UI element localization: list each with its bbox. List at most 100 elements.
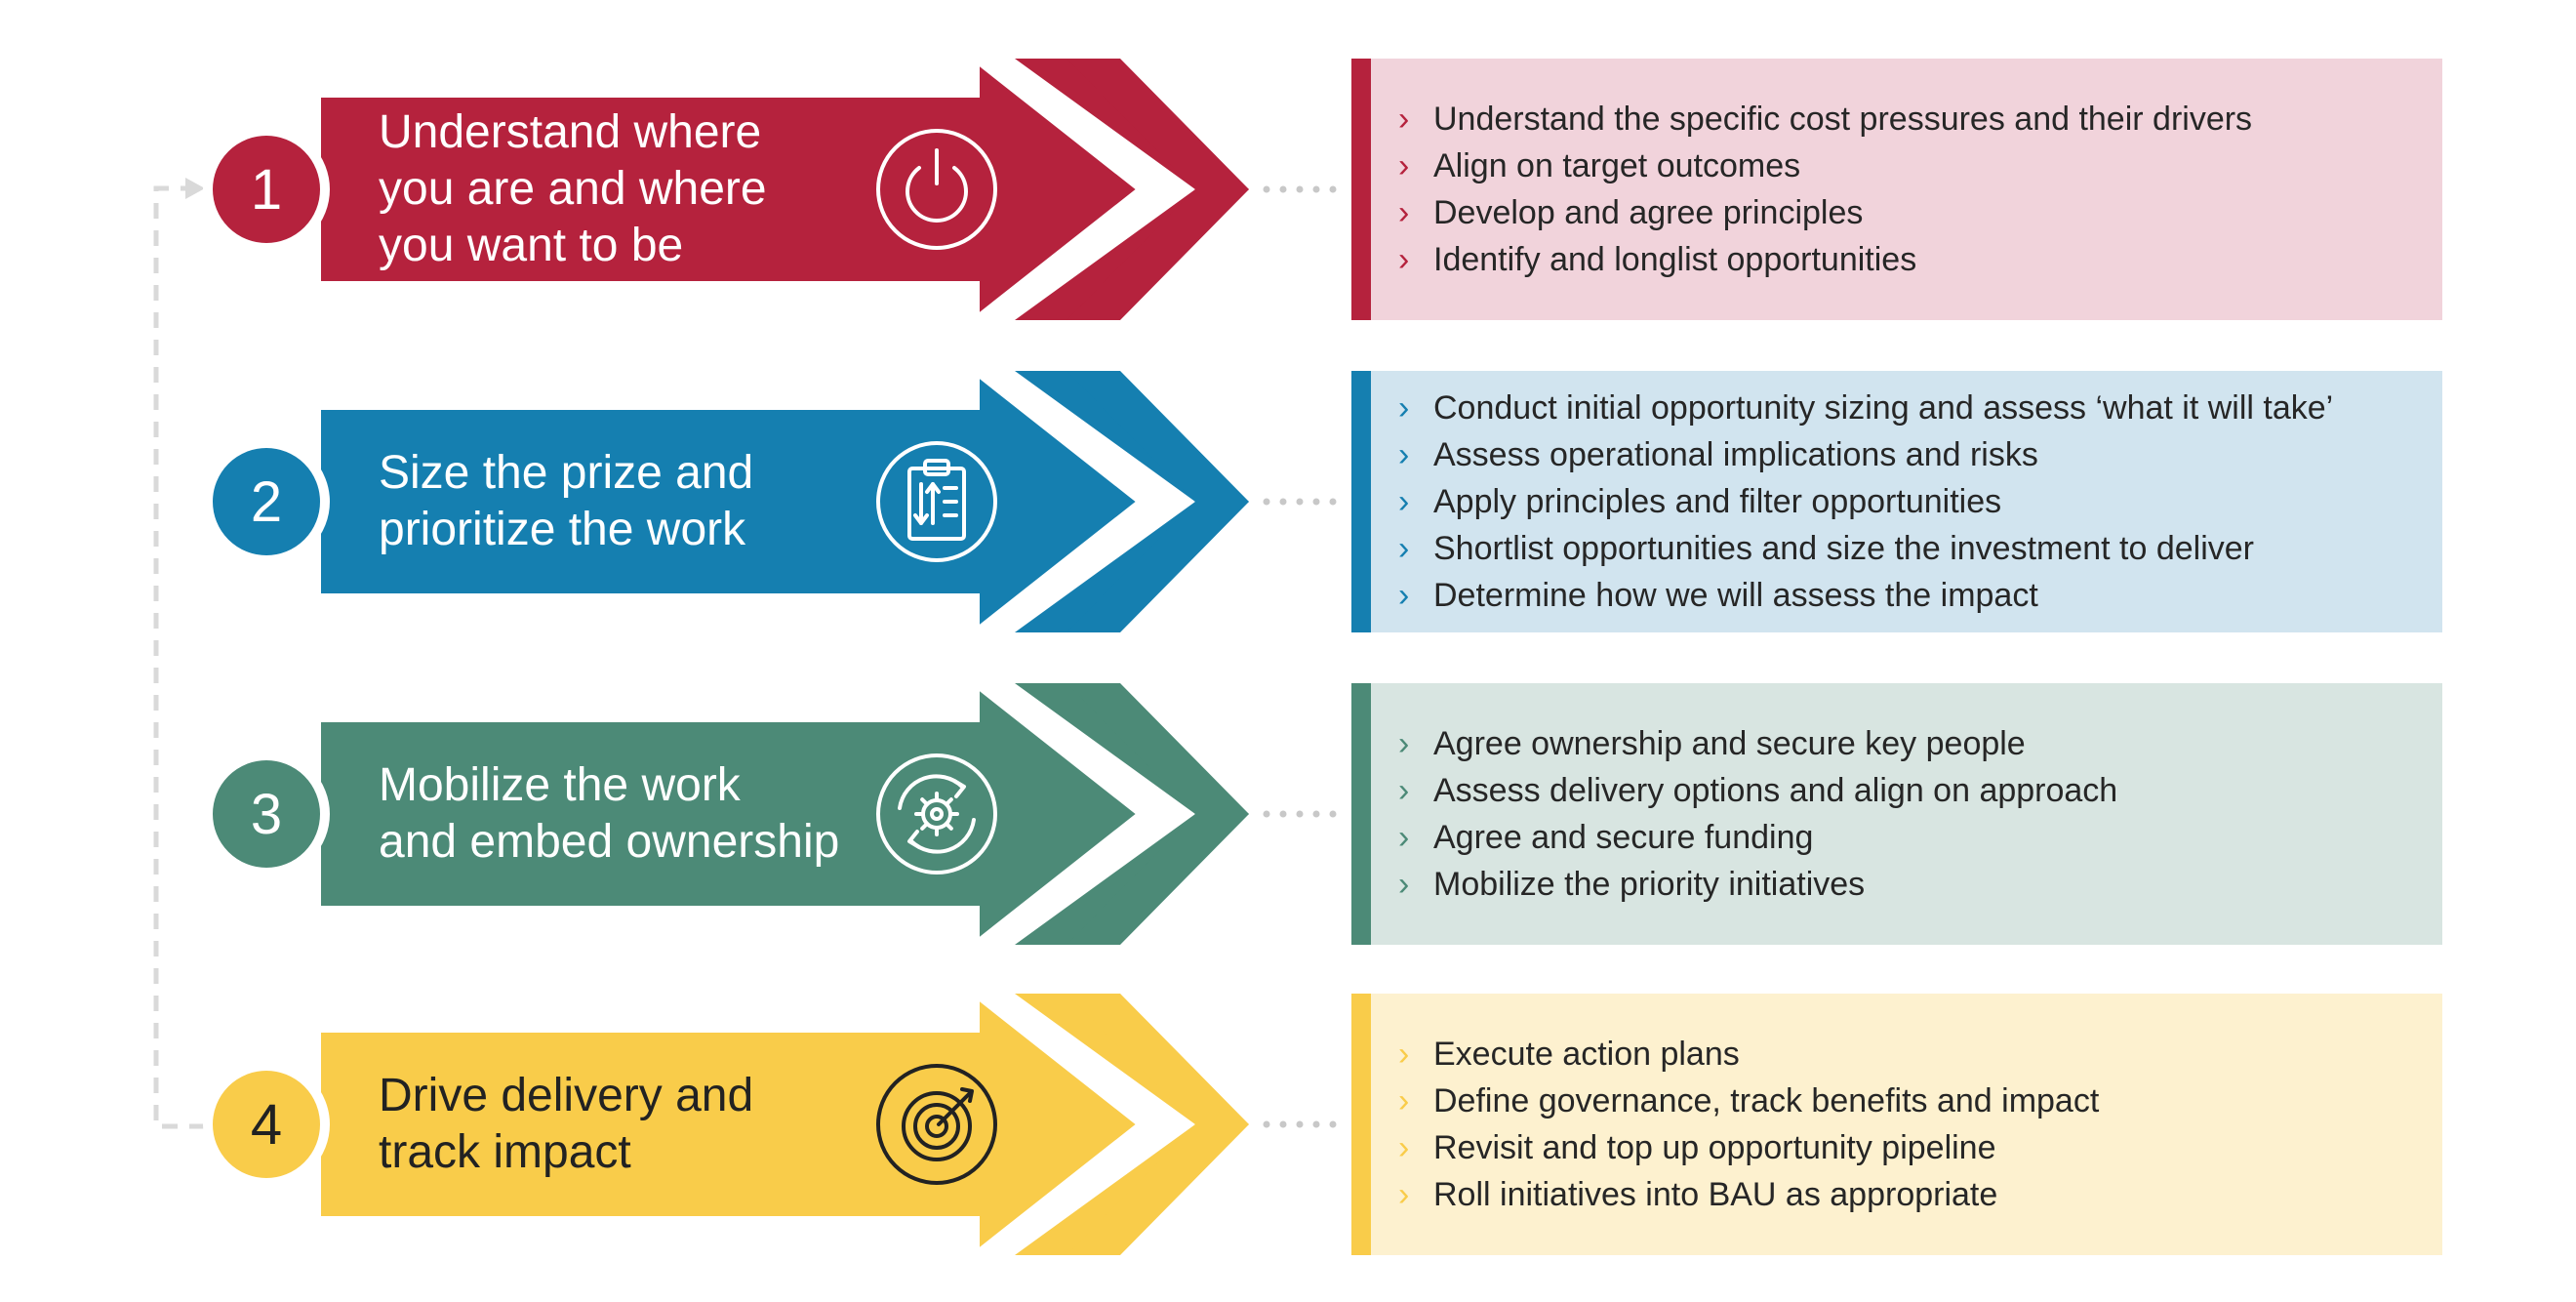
chevron-right-icon: › xyxy=(1398,147,1410,184)
list-item: › Execute action plans xyxy=(1398,1031,2442,1078)
step-1-title-line: you are and where xyxy=(379,163,767,215)
step-4-accent-bar xyxy=(1351,994,1371,1255)
bullet-text: Mobilize the priority initiatives xyxy=(1433,865,1866,903)
step-2-details-panel: ›Conduct initial opportunity sizing and … xyxy=(1351,371,2442,632)
bullet-text: Align on target outcomes xyxy=(1433,146,1801,184)
list-item: › Apply principles and filter opportuniti… xyxy=(1398,478,2442,525)
step-4-title-line: Drive delivery and xyxy=(379,1070,754,1121)
list-item: ›Identify and longlist opportunities xyxy=(1398,236,2442,283)
step-1-bullet-list: › Understand the specific cost pressures … xyxy=(1398,96,2442,283)
list-item: › Agree and secure funding xyxy=(1398,814,2442,861)
step-4-connector-dot xyxy=(1329,1120,1337,1128)
step-3-connector-dot xyxy=(1279,810,1287,818)
step-3-title-line: and embed ownership xyxy=(379,816,840,868)
step-2-connector-dot xyxy=(1279,498,1287,506)
loop-connector xyxy=(153,185,205,1129)
list-item: ›Conduct initial opportunity sizing and … xyxy=(1398,385,2442,431)
list-item: ›Assess operational implications and ris… xyxy=(1398,431,2442,478)
step-4-connector-dot xyxy=(1312,1120,1320,1128)
step-3-number-badge: 3 xyxy=(203,751,330,877)
chevron-right-icon: › xyxy=(1398,530,1410,567)
chevron-right-icon: › xyxy=(1398,241,1410,278)
bullet-text: Roll initiatives into BAU as appropriate xyxy=(1433,1175,1998,1213)
step-2-connector-dot xyxy=(1263,498,1270,506)
list-item: › Determine how we will assess the impact xyxy=(1398,572,2442,619)
step-4-number-badge: 4 xyxy=(203,1061,330,1188)
step-3-details-panel: › Agree ownership and secure key people › A… xyxy=(1351,683,2442,945)
bullet-text: Revisit and top up opportunity pipeline xyxy=(1433,1128,1996,1166)
list-item: › Shortlist opportunities and size the in… xyxy=(1398,525,2442,572)
power-icon xyxy=(876,129,997,250)
loop-arrowhead xyxy=(185,178,205,199)
bullet-text: Determine how we will assess the impact xyxy=(1433,576,2038,614)
list-item: ›Define governance, track benefits and i… xyxy=(1398,1078,2442,1124)
step-3-connector-dot xyxy=(1312,810,1320,818)
chevron-right-icon: › xyxy=(1398,772,1410,809)
step-3-accent-bar xyxy=(1351,683,1371,945)
chevron-right-icon: › xyxy=(1398,1036,1410,1073)
step-4-connector-dot xyxy=(1296,1120,1304,1128)
chevron-right-icon: › xyxy=(1398,194,1410,231)
list-item: › Agree ownership and secure key people xyxy=(1398,720,2442,767)
chevron-right-icon: › xyxy=(1398,819,1410,856)
clipboard-icon xyxy=(876,441,997,562)
chevron-right-icon: › xyxy=(1398,389,1410,427)
step-4-chevron-stripe xyxy=(1067,994,1249,1255)
step-1-arrow xyxy=(313,50,1148,329)
step-1-connector-dot xyxy=(1279,185,1287,193)
step-1-connector-dot xyxy=(1312,185,1320,193)
chevron-right-icon: › xyxy=(1398,1176,1410,1213)
list-item: › Align on target outcomes xyxy=(1398,142,2442,189)
step-4-title-line: track impact xyxy=(379,1126,631,1178)
list-item: › Mobilize the priority initiatives xyxy=(1398,861,2442,908)
step-1-title-line: Understand where xyxy=(379,106,762,158)
step-2-accent-bar xyxy=(1351,371,1371,632)
step-2-arrow xyxy=(313,362,1148,641)
step-3-connector-dot xyxy=(1296,810,1304,818)
step-1-accent-bar xyxy=(1351,59,1371,320)
bullet-text: Agree ownership and secure key people xyxy=(1433,724,2026,762)
step-3-arrow xyxy=(313,674,1148,954)
step-3-bullet-list: › Agree ownership and secure key people › A… xyxy=(1398,720,2442,908)
step-4-arrow xyxy=(313,985,1148,1264)
step-1-details-panel: › Understand the specific cost pressures … xyxy=(1351,59,2442,320)
chevron-right-icon: › xyxy=(1398,483,1410,520)
step-3-chevron-stripe xyxy=(1067,683,1249,945)
step-2-title-line: Size the prize and xyxy=(379,447,754,499)
bullet-text: Shortlist opportunities and size the inv… xyxy=(1433,529,2255,567)
step-2-chevron-stripe xyxy=(1067,371,1249,632)
step-3-connector-dot xyxy=(1263,810,1270,818)
step-4-details-panel: ›Execute action plans›Define governance,… xyxy=(1351,994,2442,1255)
step-2-number-badge: 2 xyxy=(203,438,330,565)
chevron-right-icon: › xyxy=(1398,866,1410,903)
step-2-connector-dot xyxy=(1329,498,1337,506)
bullet-text: Understand the specific cost pressures a… xyxy=(1433,100,2253,138)
chevron-right-icon: › xyxy=(1398,1129,1410,1166)
list-item: ›Develop and agree principles xyxy=(1398,189,2442,236)
step-3-title-line: Mobilize the work xyxy=(379,759,741,811)
step-1-connector-dot xyxy=(1263,185,1270,193)
step-1-chevron-stripe xyxy=(1067,59,1249,320)
step-2-bullet-list: ›Conduct initial opportunity sizing and … xyxy=(1398,385,2442,619)
bullet-text: Execute action plans xyxy=(1433,1035,1740,1073)
step-1-connector-dot xyxy=(1296,185,1304,193)
chevron-right-icon: › xyxy=(1398,436,1410,473)
bullet-text: Assess delivery options and align on app… xyxy=(1433,771,2118,809)
step-3-connector-dot xyxy=(1329,810,1337,818)
chevron-right-icon: › xyxy=(1398,725,1410,762)
step-4-bullet-list: ›Execute action plans›Define governance,… xyxy=(1398,1031,2442,1218)
step-1-connector-dot xyxy=(1329,185,1337,193)
bullet-text: Define governance, track benefits and im… xyxy=(1433,1081,2100,1119)
bullet-text: Apply principles and filter opportunitie… xyxy=(1433,482,2002,520)
list-item: › Revisit and top up opportunity pipeline xyxy=(1398,1124,2442,1171)
list-item: › Roll initiatives into BAU as appropriat… xyxy=(1398,1171,2442,1218)
step-4-connector-dot xyxy=(1263,1120,1270,1128)
chevron-right-icon: › xyxy=(1398,577,1410,614)
bullet-text: Agree and secure funding xyxy=(1433,818,1814,856)
